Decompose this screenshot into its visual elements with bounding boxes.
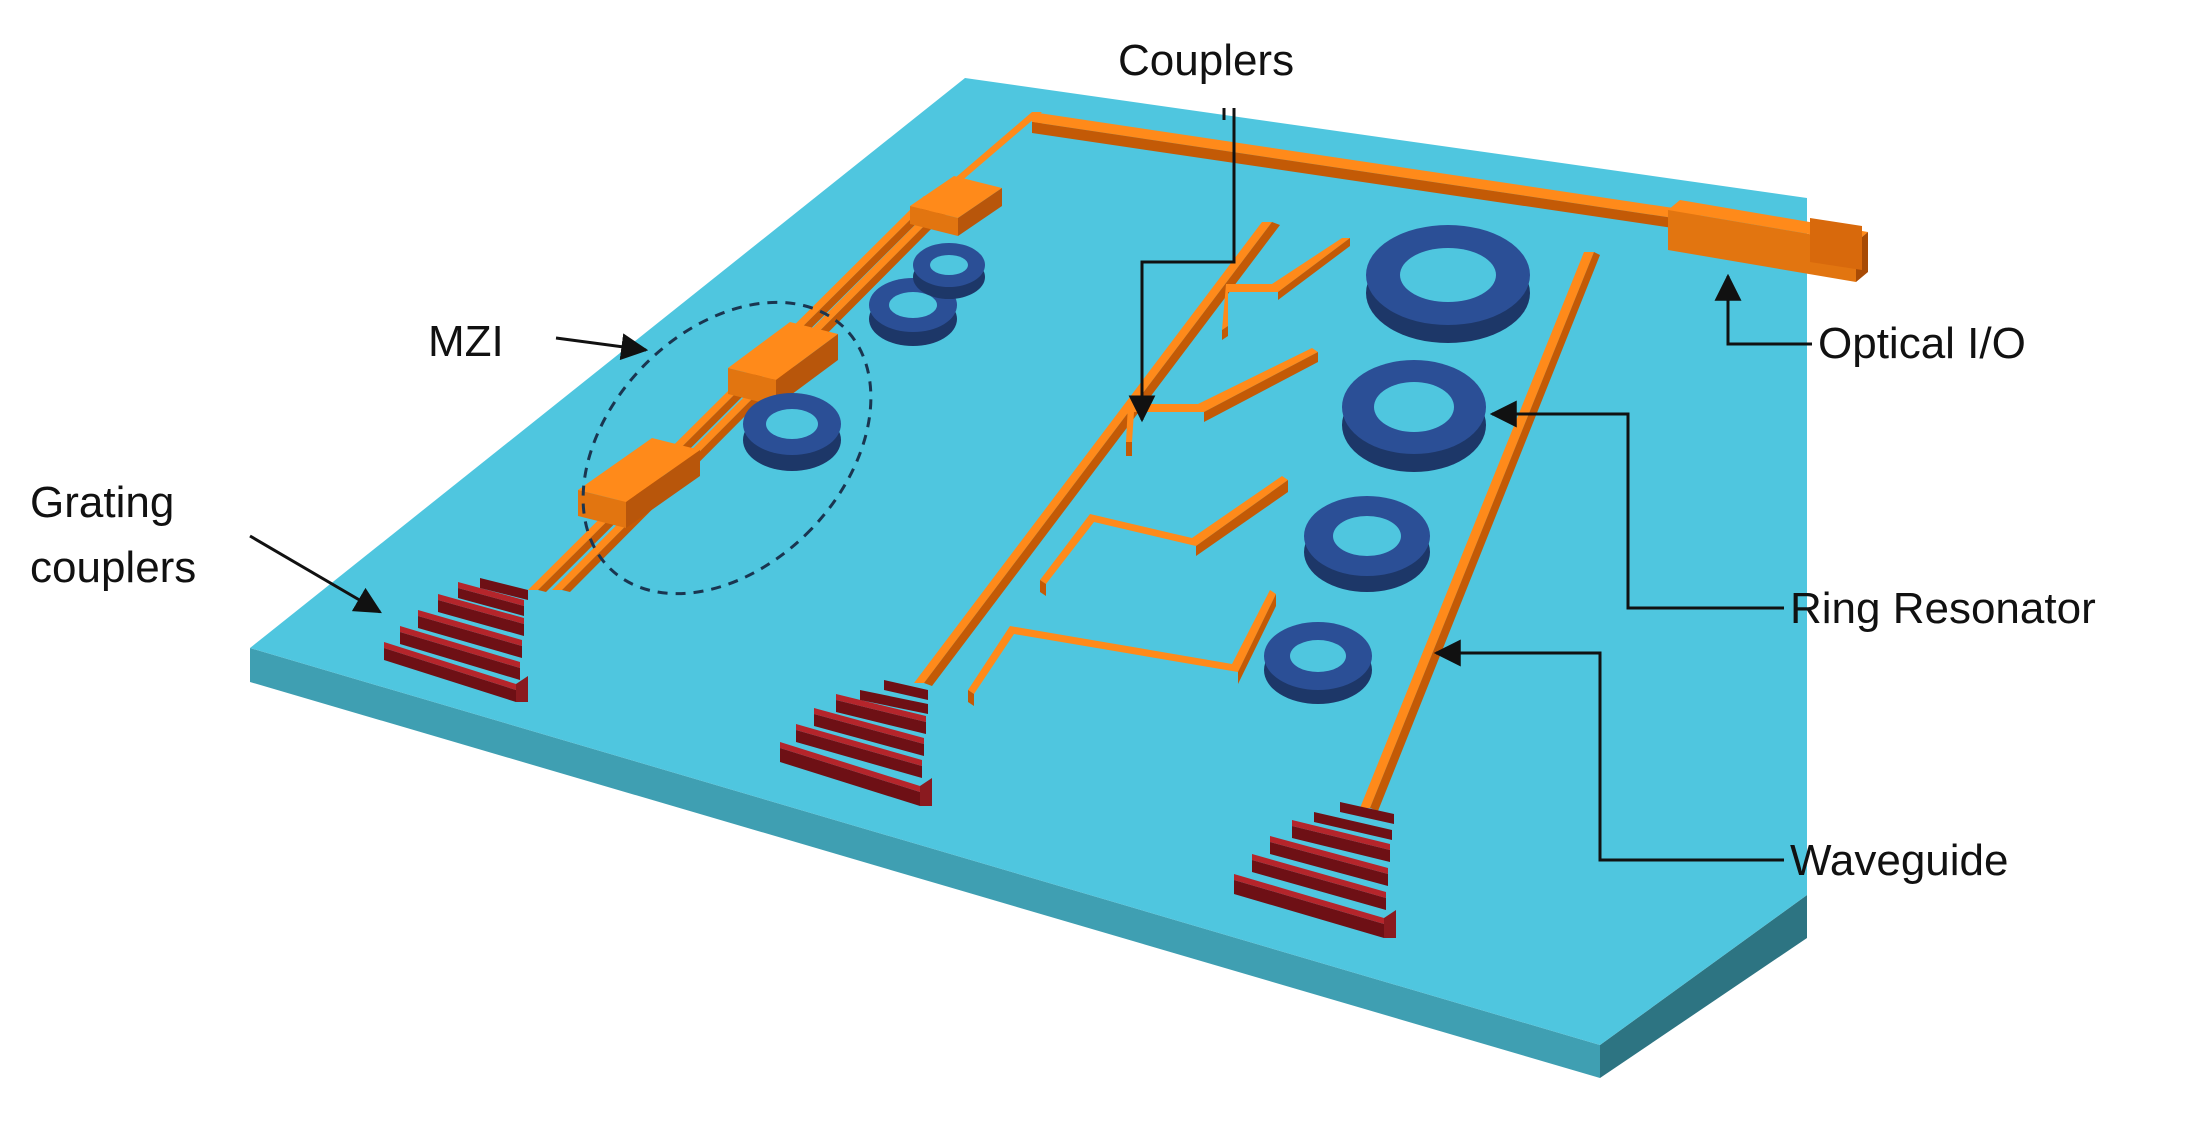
grating-couplers-label-line1: Grating: [30, 478, 174, 527]
annotation-arrows: [249, 108, 1812, 862]
optical-io-label: Optical I/O: [1818, 319, 2026, 368]
mzi-chain: [528, 176, 1002, 592]
mid-waveguide: [914, 222, 1280, 686]
grating-coupler-2: [780, 680, 932, 806]
mzi-ring-3: [913, 243, 985, 299]
ring-resonator-4: [1264, 622, 1372, 704]
mzi-ring-1: [743, 393, 841, 471]
mzi-splitter-1: [578, 438, 700, 528]
mzi-splitter-2: [728, 322, 838, 406]
waveguide-label: Waveguide: [1790, 836, 2009, 885]
grating-couplers-label-line2: couplers: [30, 543, 196, 592]
couplers-arrow-1: [1128, 108, 1236, 423]
coupler-hook-1: [1222, 238, 1350, 340]
coupler-hook-2: [1126, 348, 1318, 456]
grating-coupler-1: [384, 578, 528, 702]
optical-io-arrow: [1714, 273, 1812, 346]
couplers-label: Couplers: [1118, 36, 1294, 85]
right-waveguide: [1360, 252, 1600, 811]
grating-coupler-3: [1234, 802, 1396, 938]
ring-resonator-1: [1366, 225, 1530, 343]
mzi-label: MZI: [428, 317, 504, 366]
ring-resonator-2: [1342, 360, 1486, 472]
chip-substrate: [250, 78, 1807, 1078]
ring-resonator-arrow: [1489, 400, 1784, 610]
coupler-hook-4: [968, 590, 1276, 706]
waveguide-arrow: [1433, 639, 1784, 862]
coupler-hook-3: [1040, 476, 1288, 596]
optical-io-output: [1810, 218, 1862, 270]
optical-io-waveguide: [934, 112, 1700, 232]
ring-resonator-3: [1304, 496, 1430, 592]
mzi-arrow: [555, 333, 649, 361]
mzi-highlight-ellipse: [581, 300, 873, 596]
mzi-splitter-3: [910, 176, 1002, 236]
substrate-front-face: [1600, 895, 1807, 1078]
grating-arrow: [249, 534, 382, 614]
ring-resonator-label: Ring Resonator: [1790, 584, 2096, 633]
substrate-left-face: [250, 648, 1600, 1078]
